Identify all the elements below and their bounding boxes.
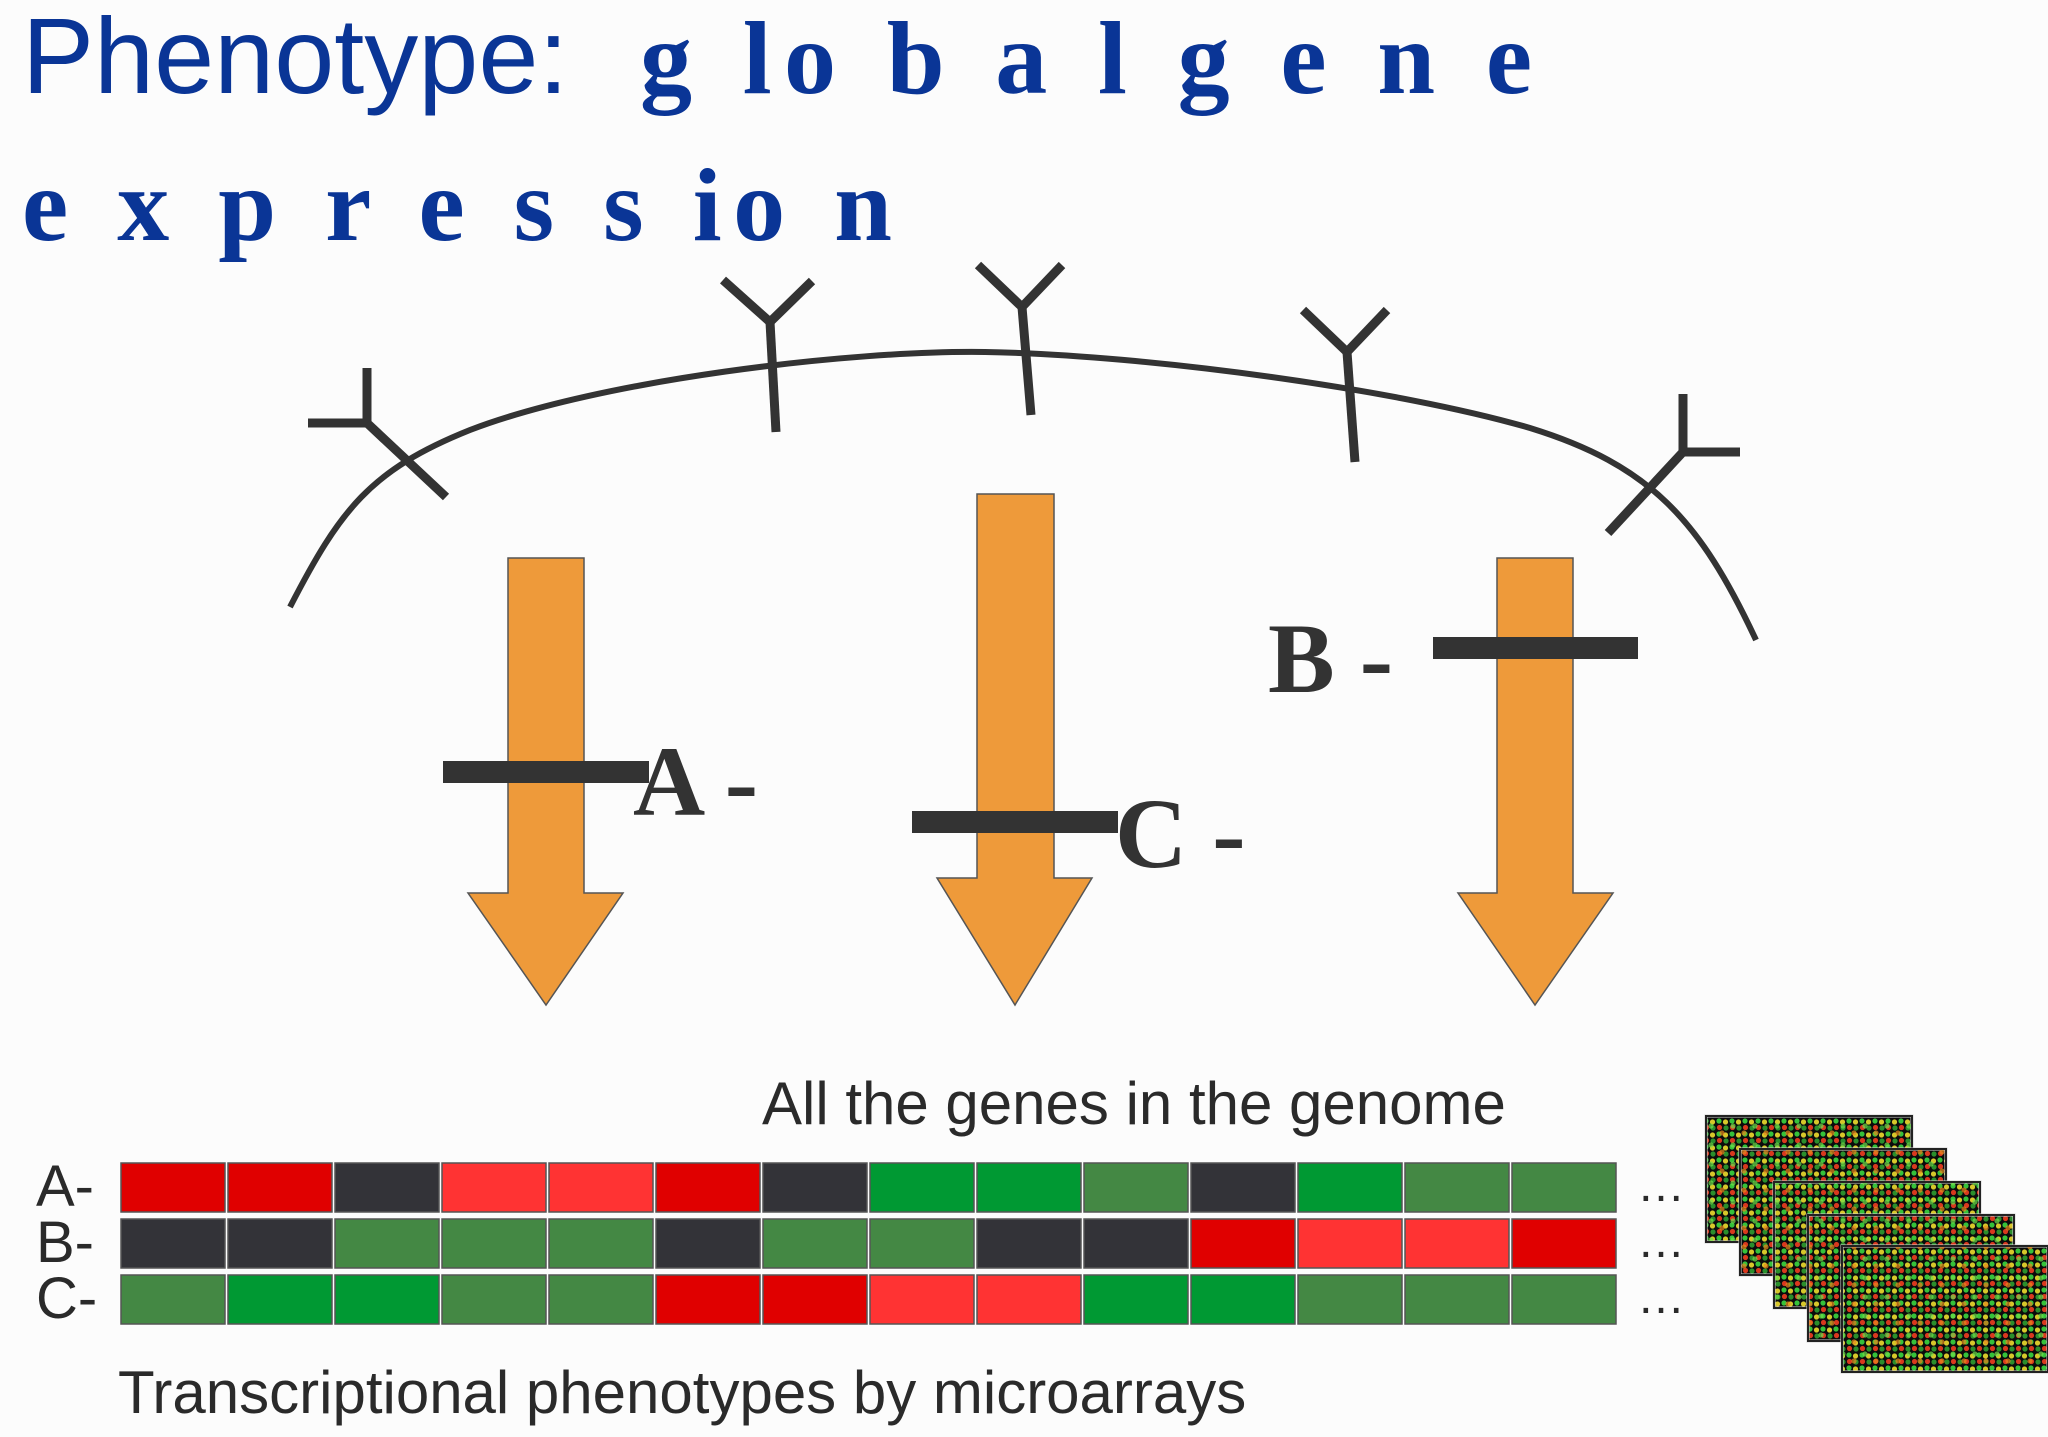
heatmap-cell (1297, 1162, 1403, 1213)
microarray-stack (1704, 1114, 2048, 1374)
heatmap-cell (1404, 1274, 1510, 1325)
title-line-1: g lo b a l g e n e (640, 1, 1532, 116)
heatmap-cell (441, 1162, 547, 1213)
heatmap-cell (762, 1274, 868, 1325)
heatmap-cell (869, 1162, 975, 1213)
heatmap-cell (334, 1274, 440, 1325)
cell-membrane (287, 348, 1759, 642)
heatmap-cell (976, 1162, 1082, 1213)
ellipsis: … (1637, 1271, 1685, 1324)
microarray-image-icon (1840, 1244, 2048, 1374)
ellipsis: … (1637, 1215, 1685, 1268)
heatmap-cell (869, 1274, 975, 1325)
row-label: C- (36, 1266, 97, 1331)
heatmap-cell (120, 1274, 226, 1325)
title-prefix: Phenotype: (22, 0, 568, 116)
ellipsis: … (1637, 1159, 1685, 1212)
gene-a-label: A - (633, 726, 758, 837)
heatmap-cell (548, 1218, 654, 1269)
heatmap-cell (1511, 1218, 1617, 1269)
receptor-icon (720, 276, 816, 433)
gene-a-bar (443, 761, 649, 783)
caption: Transcriptional phenotypes by microarray… (118, 1359, 1246, 1426)
heatmap-cell (1083, 1274, 1189, 1325)
heatmap-cell (655, 1274, 761, 1325)
heatmap-cell (441, 1218, 547, 1269)
genome-label: All the genes in the genome (762, 1070, 1506, 1137)
receptor-icon (308, 368, 450, 501)
gene-c-bar (912, 811, 1118, 833)
heatmap-cell (976, 1218, 1082, 1269)
heatmap-cell (762, 1218, 868, 1269)
heatmap-cell (655, 1218, 761, 1269)
heatmap-cell (1404, 1218, 1510, 1269)
heatmap-cell (762, 1162, 868, 1213)
heatmap-cell (869, 1218, 975, 1269)
arrow-down-icon (935, 493, 1094, 1007)
receptor-icon (1604, 394, 1740, 537)
heatmap-cell (120, 1162, 226, 1213)
heatmap-cell (227, 1274, 333, 1325)
heatmap-cell (1190, 1162, 1296, 1213)
heatmap-cell (227, 1218, 333, 1269)
heatmap-cell (1083, 1218, 1189, 1269)
heatmap-cell (334, 1218, 440, 1269)
heatmap-cell (1297, 1274, 1403, 1325)
heatmap-cell (1404, 1162, 1510, 1213)
row-label: B- (36, 1210, 94, 1275)
heatmap-cell (655, 1162, 761, 1213)
heatmap-cell (120, 1218, 226, 1269)
gene-b-label: B - (1268, 603, 1393, 714)
heatmap-cell (976, 1274, 1082, 1325)
heatmap-cell (1511, 1162, 1617, 1213)
heatmap-cell (227, 1162, 333, 1213)
row-label: A- (36, 1154, 94, 1219)
heatmap-cell (548, 1162, 654, 1213)
gene-b-bar (1433, 637, 1638, 659)
receptor-icon (974, 261, 1066, 416)
heatmap-cell (1297, 1218, 1403, 1269)
heatmap-cell (1511, 1274, 1617, 1325)
heatmap-cell (1190, 1218, 1296, 1269)
gene-c-label: C - (1115, 778, 1246, 889)
title-line-2: e x p r e s s io n (22, 148, 892, 263)
heatmap-cell (334, 1162, 440, 1213)
heatmap-cell (441, 1274, 547, 1325)
heatmap-cell (1190, 1274, 1296, 1325)
expression-heatmap: A- … B- … C- … (36, 1154, 1685, 1331)
heatmap-cell (1083, 1162, 1189, 1213)
arrow-down-icon (1456, 557, 1615, 1007)
receptor-icon (1299, 306, 1391, 463)
heatmap-cell (548, 1274, 654, 1325)
